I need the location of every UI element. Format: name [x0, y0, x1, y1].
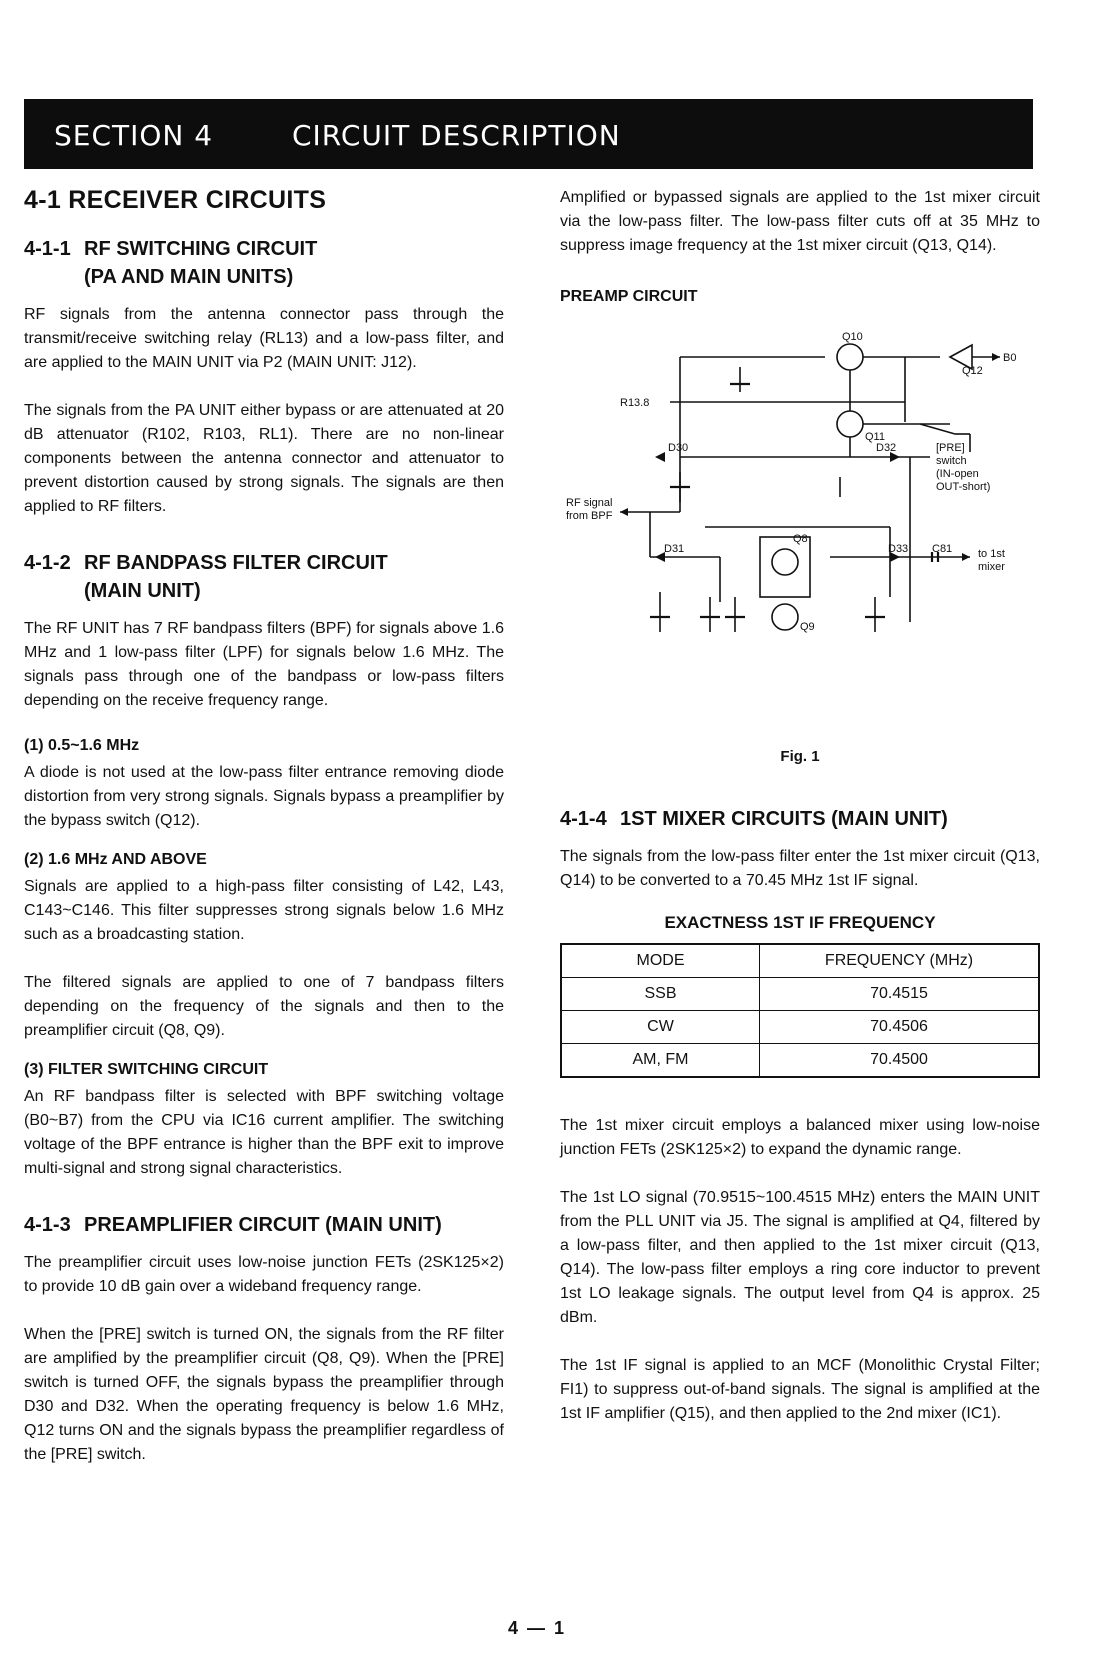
- heading-1st-mixer: 4-1-4 1ST MIXER CIRCUITS (MAIN UNIT): [560, 805, 1040, 833]
- table-row: CW 70.4506: [560, 1010, 1040, 1044]
- label-b0: B0: [1003, 352, 1016, 364]
- table-title: EXACTNESS 1ST IF FREQUENCY: [664, 913, 936, 932]
- column-header-frequency: FREQUENCY (MHz): [759, 943, 1040, 978]
- table-header-row: MODE FREQUENCY (MHz): [560, 943, 1040, 978]
- heading-subtitle: (MAIN UNIT): [84, 580, 201, 602]
- figure-caption: Fig. 1: [780, 748, 820, 765]
- label-rf-signal: RF signal: [566, 497, 612, 509]
- paragraph: RF signals from the antenna connector pa…: [24, 306, 504, 371]
- label-d30: D30: [668, 442, 688, 454]
- if-frequency-table: MODE FREQUENCY (MHz) SSB 70.4515 CW 70.4…: [560, 943, 1040, 1078]
- subheading-high-band: (2) 1.6 MHz AND ABOVE: [24, 851, 207, 868]
- right-column: Amplified or bypassed signals are applie…: [560, 186, 1040, 1450]
- paragraph: A diode is not used at the low-pass filt…: [24, 764, 504, 829]
- cell-mode: AM, FM: [560, 1043, 760, 1078]
- cell-mode: CW: [560, 1010, 760, 1044]
- heading-subtitle: (PA AND MAIN UNITS): [84, 266, 294, 288]
- label-r138: R13.8: [620, 397, 649, 409]
- paragraph: The 1st LO signal (70.9515~100.4515 MHz)…: [560, 1189, 1040, 1326]
- section-banner: SECTION 4 CIRCUIT DESCRIPTION: [24, 99, 1033, 169]
- label-q10: Q10: [842, 331, 863, 343]
- section-number: SECTION 4: [54, 119, 214, 152]
- label-q8: Q8: [793, 533, 808, 545]
- label-d31: D31: [664, 543, 684, 555]
- cell-frequency: 70.4500: [759, 1043, 1040, 1078]
- heading-receiver-circuits: 4-1 RECEIVER CIRCUITS: [24, 186, 327, 214]
- heading-preamplifier: 4-1-3 PREAMPLIFIER CIRCUIT (MAIN UNIT): [24, 1211, 504, 1239]
- section-title: CIRCUIT DESCRIPTION: [292, 119, 621, 152]
- paragraph: The 1st mixer circuit employs a balanced…: [560, 1117, 1040, 1158]
- cell-mode: SSB: [560, 977, 760, 1011]
- label-q11: Q11: [865, 431, 885, 443]
- cell-frequency: 70.4515: [759, 977, 1040, 1011]
- schematic: Q10 Q12 B0 R13.8 Q11 D30 D32 [PRE] switc…: [566, 331, 1016, 633]
- paragraph: An RF bandpass filter is selected with B…: [24, 1088, 504, 1177]
- label-mixer: mixer: [978, 561, 1005, 573]
- heading-text: PREAMPLIFIER CIRCUIT (MAIN UNIT): [84, 1214, 442, 1236]
- label-pre-in: (IN-open: [936, 468, 979, 480]
- subheading-filter-switching: (3) FILTER SWITCHING CIRCUIT: [24, 1061, 269, 1078]
- label-pre: [PRE]: [936, 442, 965, 454]
- label-pre-out: OUT-short): [936, 481, 990, 493]
- label-to-1st: to 1st: [978, 548, 1005, 560]
- left-column: 4-1 RECEIVER CIRCUITS 4-1-1 RF SWITCHING …: [24, 186, 504, 1491]
- paragraph: The signals from the PA UNIT either bypa…: [24, 402, 504, 515]
- page-number: 4 — 1: [508, 1618, 567, 1638]
- label-pre-switch: switch: [936, 455, 967, 467]
- heading-text: 1ST MIXER CIRCUITS (MAIN UNIT): [620, 808, 948, 830]
- column-header-mode: MODE: [560, 943, 760, 978]
- label-from-bpf: from BPF: [566, 510, 613, 522]
- heading-number: 4-1-3: [24, 1214, 71, 1236]
- heading-number: 4-1-1: [24, 238, 71, 260]
- heading-text: RF SWITCHING CIRCUIT: [84, 238, 318, 260]
- paragraph: The filtered signals are applied to one …: [24, 974, 504, 1039]
- cell-frequency: 70.4506: [759, 1010, 1040, 1044]
- heading-number: 4-1-2: [24, 552, 71, 574]
- subheading-low-band: (1) 0.5~1.6 MHz: [24, 737, 140, 754]
- preamp-circuit-diagram: Q10 Q12 B0 R13.8 Q11 D30 D32 [PRE] switc…: [560, 312, 1040, 742]
- paragraph: The preamplifier circuit uses low-noise …: [24, 1254, 504, 1295]
- label-q12: Q12: [962, 365, 983, 377]
- table-row: AM, FM 70.4500: [560, 1043, 1040, 1078]
- paragraph: Amplified or bypassed signals are applie…: [560, 189, 1040, 254]
- heading-text: RF BANDPASS FILTER CIRCUIT: [84, 552, 388, 574]
- table-row: SSB 70.4515: [560, 977, 1040, 1011]
- label-c81: C81: [932, 543, 952, 555]
- label-d32: D32: [876, 442, 896, 454]
- label-d33: D33: [888, 543, 908, 555]
- paragraph: The signals from the low-pass filter ent…: [560, 848, 1040, 889]
- preamp-circuit-heading: PREAMP CIRCUIT: [560, 288, 698, 305]
- paragraph: The RF UNIT has 7 RF bandpass filters (B…: [24, 620, 504, 709]
- heading-number: 4-1-4: [560, 808, 607, 830]
- heading-rf-bandpass: 4-1-2 RF BANDPASS FILTER CIRCUIT (MAIN UN…: [24, 549, 504, 605]
- paragraph: The 1st IF signal is applied to an MCF (…: [560, 1357, 1040, 1422]
- label-q9: Q9: [800, 621, 815, 633]
- paragraph: Signals are applied to a high-pass filte…: [24, 878, 504, 943]
- paragraph: When the [PRE] switch is turned ON, the …: [24, 1326, 504, 1463]
- heading-rf-switching: 4-1-1 RF SWITCHING CIRCUIT (PA AND MAIN U…: [24, 235, 504, 291]
